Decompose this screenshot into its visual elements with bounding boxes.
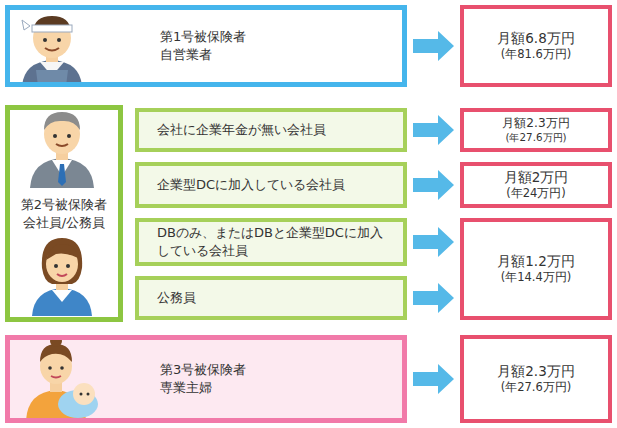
self-employed-figure: [33, 16, 71, 32]
category-box: DBのみ、またはDBと企業型DCに加入している会社員: [135, 218, 407, 266]
amount-box: 月額6.8万円(年81.6万円): [460, 5, 612, 87]
female-worker-figure: [57, 274, 67, 276]
self-employed-figure: [43, 38, 47, 42]
mother-and-baby-figure: [87, 393, 90, 396]
box-heading: 公務員: [157, 289, 389, 307]
category-box: 公務員: [135, 276, 407, 320]
box-heading: 月額2万円: [504, 168, 569, 186]
box-text: 会社員/公務員: [23, 214, 105, 232]
self-employed-figure: [22, 16, 82, 86]
box-heading: 月額2.3万円: [502, 115, 569, 131]
amount-box: 月額2万円(年24万円): [460, 162, 612, 208]
block-arrow: [413, 364, 454, 394]
box-heading: 月額2.3万円: [497, 362, 574, 380]
office-worker-figure: [53, 134, 57, 138]
box-heading: 月額1.2万円: [497, 252, 574, 270]
box-heading: 会社に企業年金が無い会社員: [157, 121, 389, 139]
self-employed-figure: [32, 25, 72, 32]
self-employed-figure: [45, 48, 59, 51]
member-box: 第2号被保険者会社員/公務員: [5, 105, 123, 322]
self-employed-figure: [57, 38, 61, 42]
block-arrow: [413, 170, 454, 200]
mother-and-baby-figure: [80, 393, 83, 396]
female-worker-figure: [66, 264, 70, 268]
block-arrow: [413, 283, 454, 313]
box-heading: 第3号被保険者: [160, 361, 402, 379]
female-worker-figure: [42, 238, 82, 284]
office-worker-figure: [44, 112, 80, 130]
box-heading: 第2号被保険者: [21, 196, 107, 214]
box-text: (年24万円): [506, 186, 566, 202]
office-worker-figure: [58, 164, 66, 186]
box-text: (年27.6万円): [505, 131, 566, 145]
category-box: 会社に企業年金が無い会社員: [135, 108, 407, 152]
self-employed-figure: [22, 20, 30, 30]
box-text: (年81.6万円): [501, 47, 572, 63]
box-text: (年27.6万円): [501, 380, 572, 396]
box-heading: 月額6.8万円: [497, 29, 574, 47]
office-worker-figure: [30, 112, 94, 188]
box-heading: 第1号被保険者: [160, 28, 402, 46]
member-box: 第1号被保険者自営業者: [5, 5, 407, 87]
box-text: (年14.4万円): [501, 270, 572, 286]
female-worker-figure: [32, 288, 92, 316]
mother-and-baby-figure: [73, 383, 95, 405]
mother-and-baby-figure: [60, 366, 64, 370]
amount-box: 月額2.3万円(年27.6万円): [460, 108, 612, 152]
female-worker-figure: [54, 264, 58, 268]
office-worker-figure: [67, 134, 71, 138]
female-worker-figure: [52, 290, 72, 302]
block-arrow: [413, 31, 454, 61]
office-worker-figure: [56, 144, 68, 146]
member-box: 第3号被保険者専業主婦: [5, 335, 407, 423]
mother-and-baby-figure: [48, 366, 52, 370]
box-text: 専業主婦: [160, 379, 402, 397]
box-heading: 企業型DCに加入している会社員: [157, 176, 389, 194]
female-worker-figure: [32, 238, 92, 316]
box-text: 自営業者: [160, 46, 402, 64]
mother-and-baby-figure: [26, 335, 98, 420]
amount-box: 月額1.2万円(年14.4万円): [460, 218, 612, 320]
group-fill: [7, 337, 405, 421]
amount-box: 月額2.3万円(年27.6万円): [460, 335, 612, 423]
female-worker-figure: [46, 244, 78, 260]
mother-and-baby-figure: [51, 376, 61, 378]
box-heading: DBのみ、またはDBと企業型DCに加入している会社員: [157, 224, 389, 259]
office-worker-figure: [30, 158, 94, 188]
block-arrow: [413, 115, 454, 145]
block-arrow: [413, 227, 454, 257]
category-box: 企業型DCに加入している会社員: [135, 162, 407, 208]
